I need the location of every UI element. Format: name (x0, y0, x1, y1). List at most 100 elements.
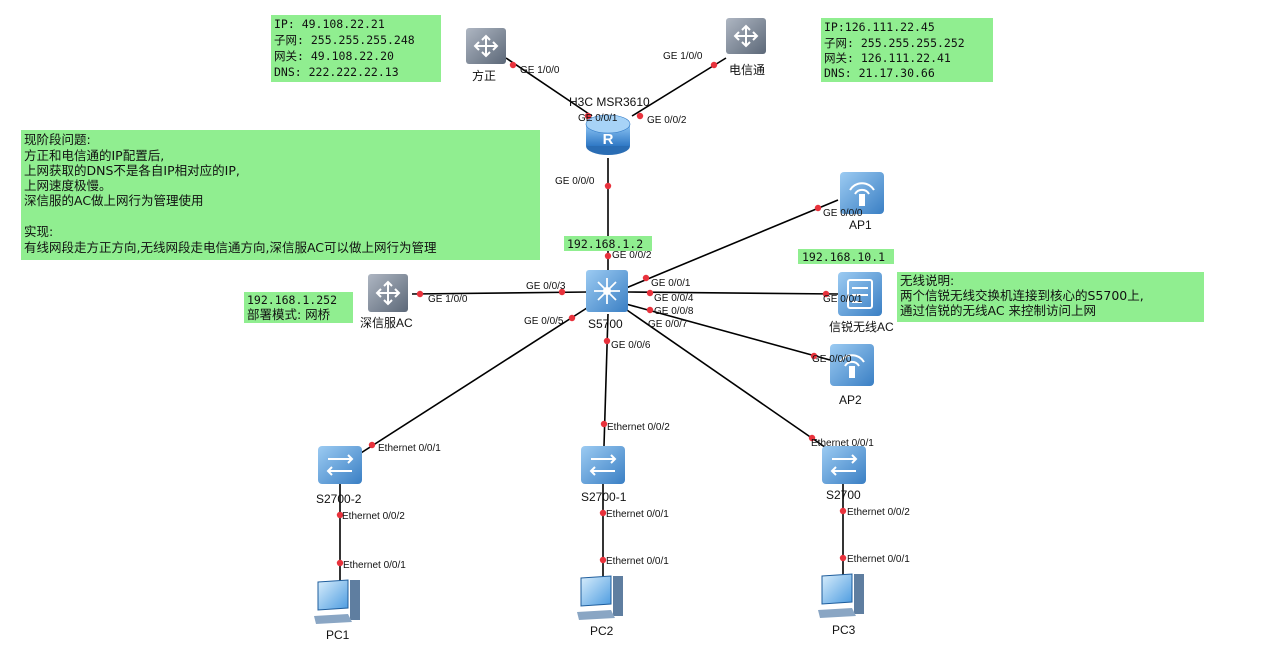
pc2-device[interactable] (577, 575, 623, 620)
port-dot-pc3 (839, 554, 847, 562)
port-label-swl-down: Ethernet 0/0/2 (342, 511, 405, 522)
core-ip-text: 192.168.1.2 (567, 237, 643, 251)
core-ip-note: 192.168.1.2 (564, 236, 652, 251)
isp2-info-line: IP:126.111.22.45 (824, 20, 935, 34)
port-label-c-ge003: GE 0/0/3 (526, 281, 566, 292)
sangfor-ac-device[interactable] (368, 274, 408, 312)
isp2-device[interactable] (726, 18, 766, 54)
sw-right-device[interactable] (822, 446, 866, 484)
port-label-isp1: GE 1/0/0 (520, 65, 560, 76)
isp2-info-line: DNS: 21.17.30.66 (824, 66, 935, 80)
pc1-label: PC1 (326, 628, 350, 642)
wireless-info-line: 两个信锐无线交换机连接到核心的S5700上, (900, 288, 1144, 303)
ap2-device[interactable] (830, 344, 874, 386)
port-label-wlanac: GE 0/0/1 (823, 294, 863, 305)
router-device[interactable]: R (585, 114, 631, 155)
link-core-wlanac (627, 291, 839, 295)
issue-line: 有线网段走方正方向,无线网段走电信通方向,深信服AC可以做上网行为管理 (24, 240, 437, 255)
port-label-pc2: Ethernet 0/0/1 (606, 556, 669, 567)
issue-note: 现阶段问题: 方正和电信通的IP配置后, 上网获取的DNS不是各自IP相对应的I… (21, 130, 540, 260)
port-label-sangfor: GE 1/0/0 (428, 294, 468, 305)
router-label: H3C MSR3610 (569, 95, 650, 109)
link-isp2-router (631, 57, 727, 117)
pc3-device[interactable] (818, 573, 864, 618)
isp1-info-line: 网关: 49.108.22.20 (274, 49, 394, 63)
port-dot-wlanac (822, 290, 830, 298)
isp1-info-note: IP: 49.108.22.21 子网: 255.255.255.248 网关:… (271, 15, 441, 82)
wlan-ip-note: 192.168.10.1 (798, 249, 894, 264)
isp1-info-line: 子网: 255.255.255.248 (274, 33, 415, 47)
port-dot-isp2 (710, 61, 718, 69)
isp2-info-line: 网关: 126.111.22.41 (824, 51, 951, 65)
port-dot-swm-down (599, 509, 607, 517)
port-label-c-ge008: GE 0/0/8 (654, 306, 694, 317)
isp1-label: 方正 (472, 68, 496, 83)
links (339, 57, 844, 582)
port-dot-c-ge001 (642, 274, 650, 282)
issue-line: 深信服的AC做上网行为管理使用 (24, 193, 204, 208)
issue-line: 现阶段问题: (24, 132, 91, 147)
port-dot-swl-up (368, 441, 376, 449)
isp2-info-note: IP:126.111.22.45 子网: 255.255.255.252 网关:… (821, 18, 993, 82)
wlan-ip-text: 192.168.10.1 (802, 250, 885, 264)
port-label-swr-down: Ethernet 0/0/2 (847, 507, 910, 518)
ap1-device[interactable] (840, 172, 884, 214)
port-dot-swr-up (808, 434, 816, 442)
port-label-swl-up: Ethernet 0/0/1 (378, 443, 441, 454)
port-label-c-ge002: GE 0/0/2 (612, 250, 652, 261)
sw-mid-device[interactable] (581, 446, 625, 484)
port-dot-swm-up (600, 420, 608, 428)
port-dot-isp1 (509, 61, 517, 69)
wifi-icon (839, 354, 865, 367)
port-dot-ap2 (810, 352, 818, 360)
link-core-sw-left (349, 305, 591, 461)
port-label-ap2: GE 0/0/0 (812, 354, 852, 365)
sw-left-device[interactable] (318, 446, 362, 484)
wifi-icon (849, 182, 875, 195)
arrows-icon (375, 280, 401, 306)
wireless-info-line: 无线说明: (900, 273, 954, 288)
wlan-ac-device[interactable] (838, 272, 882, 316)
port-dot-c-ge005 (568, 314, 576, 322)
port-label-swm-up: Ethernet 0/0/2 (607, 422, 670, 433)
sw-mid-label: S2700-1 (581, 490, 627, 504)
link-core-ap2 (625, 303, 831, 361)
sangfor-info-line: 部署模式: 网桥 (247, 307, 331, 322)
isp2-label: 电信通 (729, 63, 765, 77)
port-label-c-ge006: GE 0/0/6 (611, 340, 651, 351)
port-label-pc3: Ethernet 0/0/1 (847, 554, 910, 565)
port-dot-swl-down (336, 511, 344, 519)
port-dot-swr-down (839, 507, 847, 515)
isp1-info-line: DNS: 222.222.22.13 (274, 65, 399, 79)
port-dot-c-ge004 (646, 289, 654, 297)
pc3-label: PC3 (832, 623, 856, 637)
core-switch-device[interactable] (586, 270, 628, 312)
pc1-device[interactable] (314, 579, 360, 624)
wlan-ac-label: 信锐无线AC (829, 320, 894, 334)
isp2-info-line: 子网: 255.255.255.252 (824, 36, 965, 50)
port-dot-r-ge002 (636, 112, 644, 120)
port-dot-ap1 (814, 204, 822, 212)
sangfor-info-note: 192.168.1.252 部署模式: 网桥 (244, 292, 353, 323)
isp1-info-line: IP: 49.108.22.21 (274, 17, 385, 31)
arrows-icon (733, 24, 759, 48)
switch-arrows-icon (326, 454, 354, 476)
port-dots (336, 61, 847, 567)
wireless-info-line: 通过信锐的无线AC 来控制访问上网 (900, 303, 1096, 318)
wireless-info-note: 无线说明: 两个信锐无线交换机连接到核心的S5700上, 通过信锐的无线AC 来… (897, 272, 1204, 322)
port-dot-c-ge002 (604, 252, 612, 260)
link-core-sw-right (623, 307, 833, 453)
port-dot-c-ge006 (603, 337, 611, 345)
issue-line: 上网获取的DNS不是各自IP相对应的IP, (24, 163, 240, 178)
sangfor-ac-label: 深信服AC (360, 316, 413, 330)
port-label-pc1: Ethernet 0/0/1 (343, 560, 406, 571)
port-label-isp2: GE 1/0/0 (663, 51, 703, 62)
port-label-swm-down: Ethernet 0/0/1 (606, 509, 669, 520)
sangfor-info-line: 192.168.1.252 (247, 293, 337, 307)
isp1-device[interactable] (466, 28, 506, 64)
issue-line: 上网速度极慢。 (24, 178, 112, 193)
router-icon-glyph: R (603, 131, 614, 148)
ap1-label: AP1 (849, 218, 872, 232)
port-label-c-ge004: GE 0/0/4 (654, 293, 694, 304)
